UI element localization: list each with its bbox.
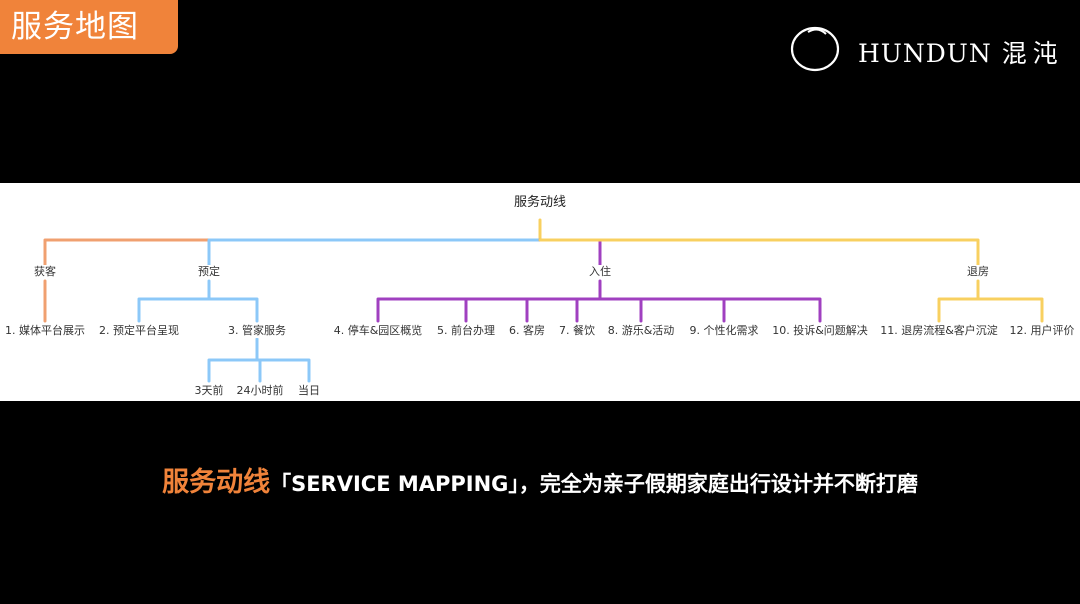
connector-guanjia-leaves — [207, 337, 311, 383]
leaf-3-sub-3: 当日 — [296, 384, 322, 398]
branch-huoke: 获客 — [32, 265, 58, 279]
leaf-3: 3. 管家服务 — [226, 324, 288, 338]
caption-highlight: 服务动线 — [162, 467, 271, 498]
map-root: 服务动线 — [511, 195, 569, 210]
logo-latin: HUNDUN — [858, 39, 992, 68]
connector-ruzhu — [538, 238, 602, 267]
leaf-3-sub-2: 24小时前 — [234, 384, 286, 398]
connector-tuifang-leaves — [937, 279, 1044, 323]
leaf-7: 7. 餐饮 — [557, 324, 597, 338]
service-map-connectors — [43, 218, 1044, 383]
leaf-8: 8. 游乐&活动 — [605, 324, 677, 338]
branch-ruzhu: 入住 — [587, 265, 613, 279]
leaf-6: 6. 客房 — [507, 324, 547, 338]
connector-huoke — [43, 238, 542, 267]
logo-chinese: 混沌 — [1001, 39, 1064, 68]
logo-circle-icon — [790, 26, 840, 72]
connector-tuifang — [538, 238, 980, 267]
leaf-11: 11. 退房流程&客户沉淀 — [878, 324, 1000, 338]
branch-tuifang: 退房 — [965, 265, 991, 279]
leaf-10: 10. 投诉&问题解决 — [770, 324, 870, 338]
caption-text: 「SERVICE MAPPING」，完全为亲子假期家庭出行设计并不断打磨 — [270, 472, 918, 496]
branch-yuding: 预定 — [196, 265, 222, 279]
leaf-12: 12. 用户评价 — [1007, 324, 1077, 338]
leaf-9: 9. 个性化需求 — [687, 324, 761, 338]
service-map-panel: 服务动线 获客 预定 入住 退房 1. 媒体平台展示 2. 预定平台呈现 3. … — [0, 183, 1080, 401]
leaf-3-sub-1: 3天前 — [192, 384, 226, 398]
leaf-5: 5. 前台办理 — [435, 324, 497, 338]
leaf-2: 2. 预定平台呈现 — [97, 324, 181, 338]
leaf-1: 1. 媒体平台展示 — [3, 324, 87, 338]
hundun-logo: HUNDUN 混沌 — [788, 22, 1068, 74]
leaf-4: 4. 停车&园区概览 — [331, 324, 425, 338]
connector-ruzhu-leaves — [376, 279, 822, 323]
page-tag: 服务地图 — [0, 0, 178, 54]
connector-yuding — [207, 238, 542, 267]
slide-caption: 服务动线「SERVICE MAPPING」，完全为亲子假期家庭出行设计并不断打磨 — [0, 460, 1080, 499]
connector-yuding-leaves — [137, 279, 259, 323]
